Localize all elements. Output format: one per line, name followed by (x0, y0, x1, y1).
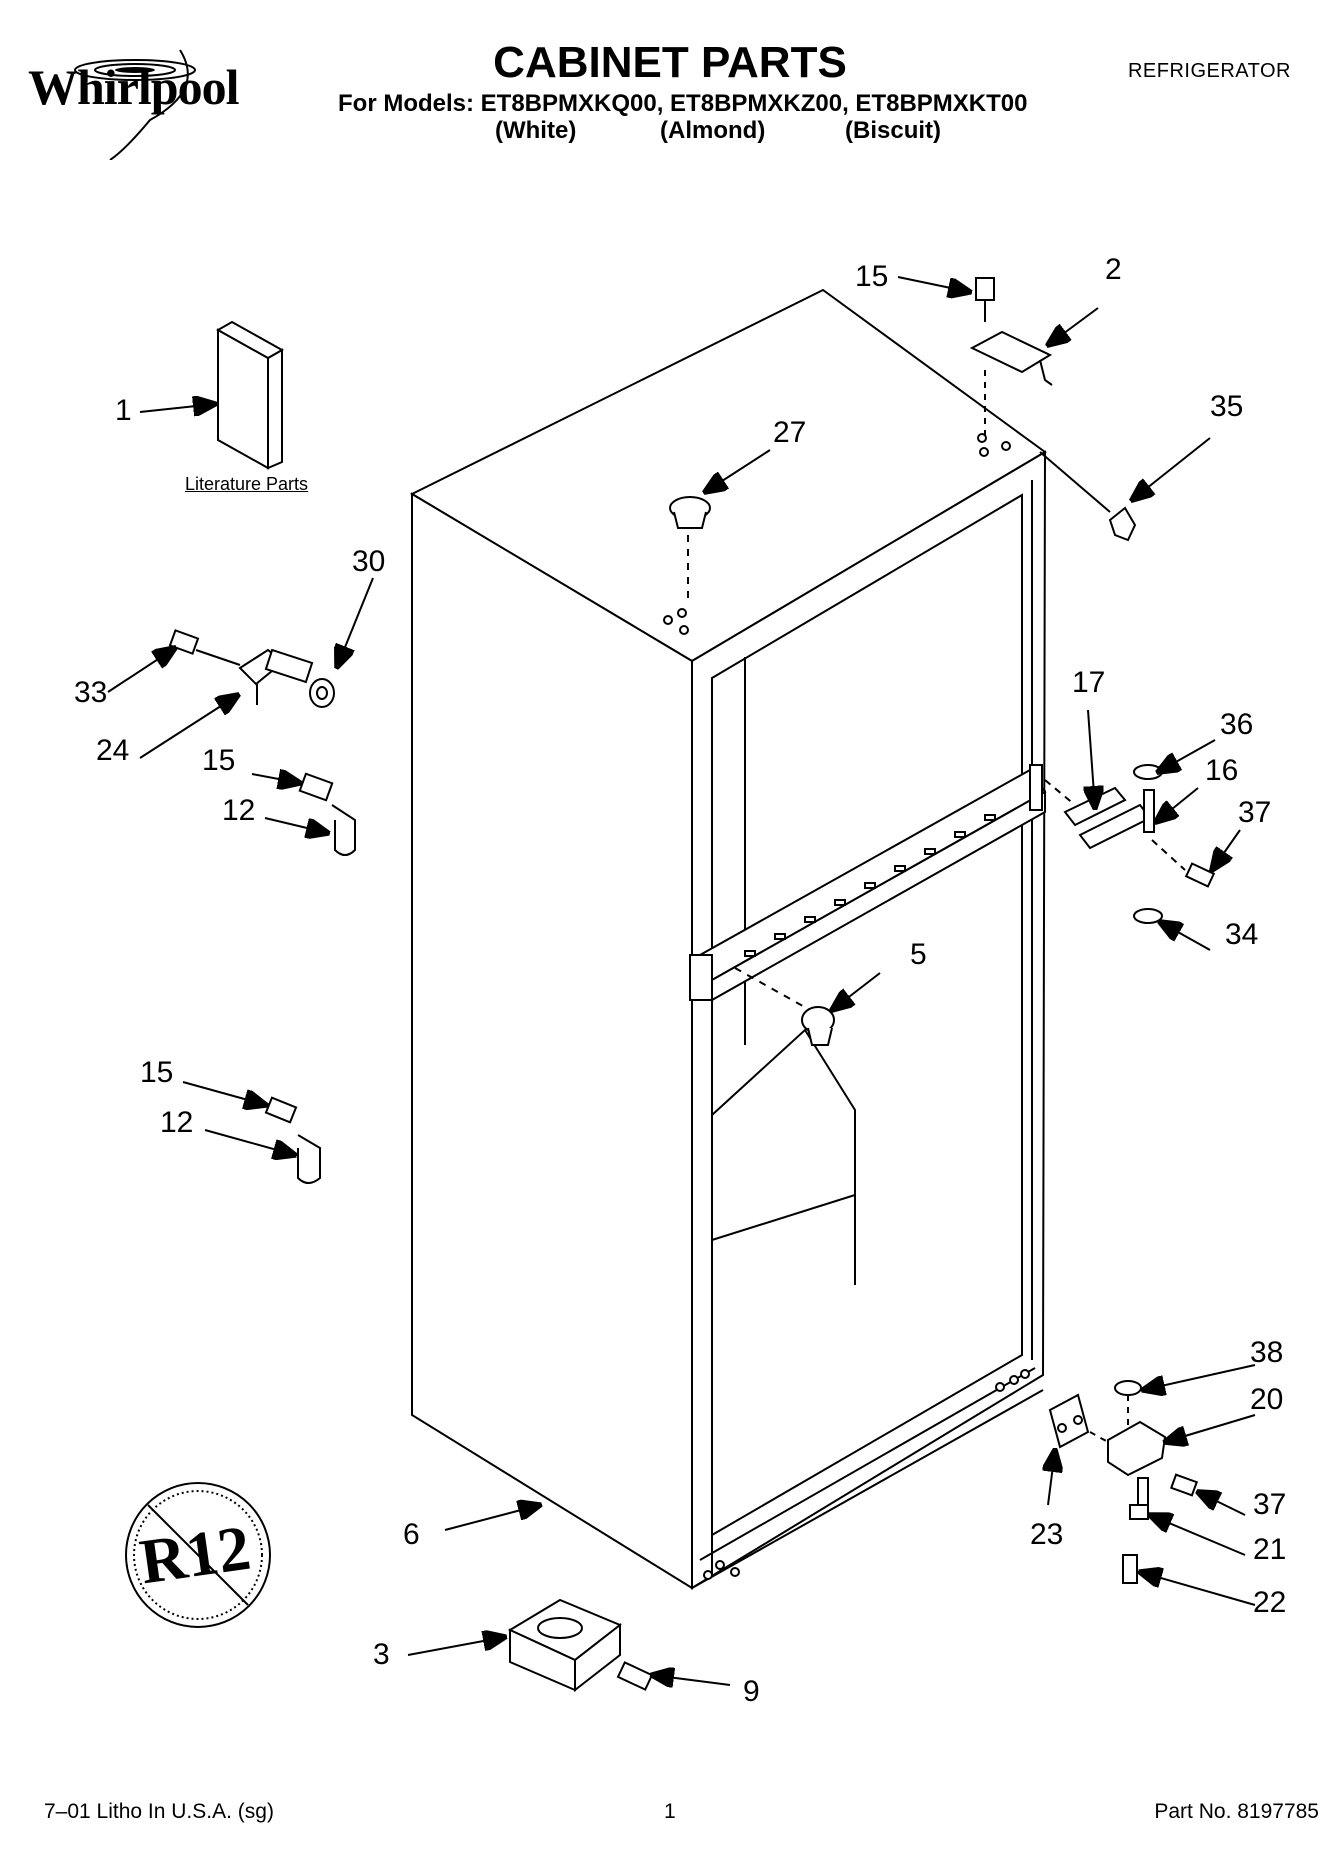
callout-30: 30 (352, 545, 386, 578)
appliance-category: REFRIGERATOR (1127, 60, 1291, 82)
literature-packet (215, 320, 285, 470)
callout-27: 27 (773, 416, 807, 449)
callout-17: 17 (1072, 666, 1106, 699)
callout-6: 6 (403, 1518, 420, 1551)
r12-badge-text: R12 (135, 1511, 255, 1598)
page-title: CABINET PARTS (493, 38, 847, 87)
callout-35: 35 (1210, 390, 1244, 423)
freezer-divider-liner (711, 1028, 856, 1285)
top-hinge-part-2 (969, 277, 1053, 438)
callout-33: 33 (74, 676, 108, 709)
hinge-pin-assembly-24 (168, 629, 335, 708)
leveling-block-part-3 (507, 1598, 654, 1693)
callout-12-upper: 12 (222, 794, 256, 827)
callout-37-lower: 37 (1253, 1488, 1287, 1521)
footer-page-number: 1 (664, 1800, 676, 1823)
bottom-hinge-parts (1048, 1380, 1199, 1584)
footer-part-number: Part No. 8197785 (1154, 1800, 1319, 1823)
variant-biscuit: (Biscuit) (845, 117, 941, 144)
leader-arrows (107, 276, 1256, 1685)
callout-16: 16 (1205, 754, 1239, 787)
callout-22: 22 (1253, 1586, 1287, 1619)
variant-almond: (Almond) (660, 117, 766, 144)
callout-34: 34 (1225, 918, 1259, 951)
callout-5: 5 (910, 938, 927, 971)
callout-1: 1 (115, 394, 132, 427)
center-hinge-parts (1044, 764, 1216, 924)
callout-24: 24 (96, 734, 130, 767)
callout-15-upper: 15 (202, 744, 236, 777)
callout-3: 3 (373, 1638, 390, 1671)
callout-23: 23 (1030, 1518, 1064, 1551)
lower-hinge-cover (264, 1096, 321, 1184)
callout-20: 20 (1250, 1383, 1284, 1416)
cap-part-35 (1039, 451, 1137, 542)
callout-36: 36 (1220, 708, 1254, 741)
cabinet-holes (663, 433, 1030, 1580)
footer-litho: 7–01 Litho In U.S.A. (sg) (44, 1800, 274, 1823)
variant-white: (White) (495, 117, 577, 144)
plug-part-27 (669, 496, 711, 605)
callout-2: 2 (1105, 253, 1122, 286)
callout-38: 38 (1250, 1336, 1284, 1369)
upper-hinge-cover (298, 772, 356, 856)
brand-logo: Whirlpool (28, 59, 239, 115)
literature-parts-caption: Literature Parts (185, 474, 309, 494)
callout-37-upper: 37 (1238, 796, 1272, 829)
plug-part-5 (734, 967, 835, 1046)
callout-12-lower: 12 (160, 1106, 194, 1139)
no-r12-badge (125, 1482, 271, 1628)
callout-15-lower: 15 (140, 1056, 174, 1089)
callout-9: 9 (743, 1675, 760, 1708)
callout-21: 21 (1253, 1533, 1287, 1566)
rail-slots (744, 814, 996, 957)
whirlpool-swirl-logo (74, 49, 196, 160)
callout-15-top: 15 (855, 260, 889, 293)
models-line: For Models: ET8BPMXKQ00, ET8BPMXKZ00, ET… (338, 90, 1028, 117)
cabinet-body (409, 288, 1047, 1590)
